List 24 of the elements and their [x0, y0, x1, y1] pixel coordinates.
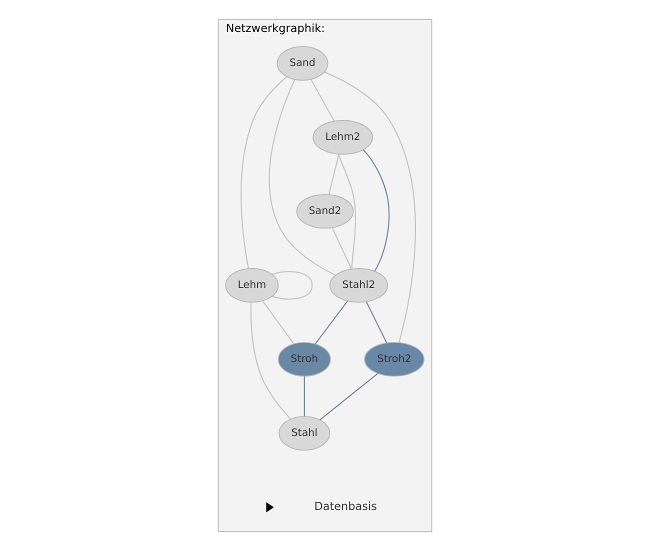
label: Datenbasis: [314, 500, 376, 514]
connector: [303, 376, 304, 416]
connector: [262, 300, 294, 344]
connector: [250, 302, 291, 420]
connector: [272, 271, 312, 300]
node-ellipse: Lehm: [224, 268, 278, 303]
connector: [331, 228, 352, 270]
connector: [314, 300, 348, 344]
node-ellipse: Lehm2: [312, 120, 372, 155]
connector: [362, 149, 390, 272]
node-ellipse: Stahl2: [328, 268, 388, 303]
connector: [338, 154, 356, 269]
connector: [268, 80, 336, 276]
node-ellipse: Sand: [276, 46, 328, 81]
connector: [365, 302, 387, 344]
node-ellipse: Sand2: [296, 194, 354, 229]
connector: [324, 72, 416, 343]
connector: [310, 79, 334, 122]
connector: [319, 373, 378, 420]
connector: [240, 76, 287, 268]
connector: [328, 154, 339, 195]
node-ellipse: Stroh: [277, 342, 330, 377]
node-ellipse: Stroh2: [364, 342, 424, 377]
node-ellipse: Stahl: [278, 416, 330, 451]
